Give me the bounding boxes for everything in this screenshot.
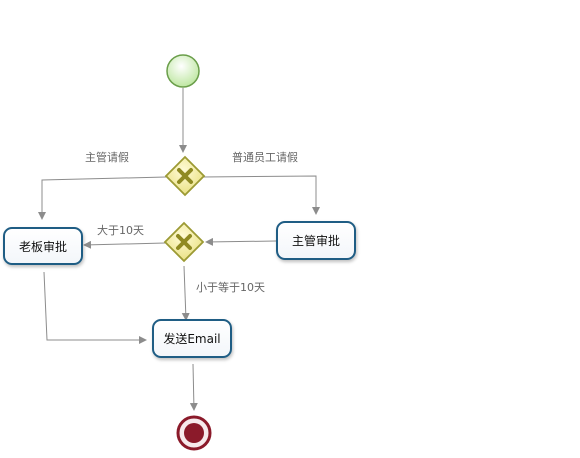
end-event bbox=[176, 415, 212, 451]
task-manager-approval-label: 主管审批 bbox=[291, 234, 340, 248]
x-icon bbox=[177, 168, 193, 184]
flow-boss-to-email bbox=[43, 271, 147, 344]
flow-gateway2-to-boss bbox=[83, 240, 166, 249]
flow-gateway-to-manager bbox=[201, 175, 320, 215]
flow-email-to-end bbox=[189, 363, 198, 411]
label-manager-leave: 主管请假 bbox=[85, 151, 129, 164]
flow-gateway-to-boss bbox=[38, 176, 167, 220]
flow-gateway2-to-email bbox=[181, 265, 190, 321]
label-up-to-10-days: 小于等于10天 bbox=[196, 281, 265, 294]
label-more-than-10-days: 大于10天 bbox=[97, 224, 144, 237]
exclusive-gateway-leave-type bbox=[164, 155, 206, 197]
task-boss-approval-label: 老板审批 bbox=[18, 239, 67, 254]
start-event bbox=[166, 54, 200, 88]
task-manager-approval[interactable]: 主管审批 bbox=[276, 221, 356, 260]
exclusive-gateway-days bbox=[163, 221, 205, 263]
task-send-email[interactable]: 发送Email bbox=[152, 319, 232, 358]
x-icon bbox=[176, 234, 192, 250]
flow-manager-to-gateway2 bbox=[205, 237, 277, 246]
task-boss-approval[interactable]: 老板审批 bbox=[3, 227, 83, 265]
label-staff-leave: 普通员工请假 bbox=[232, 151, 298, 164]
task-send-email-label: 发送Email bbox=[163, 332, 221, 346]
